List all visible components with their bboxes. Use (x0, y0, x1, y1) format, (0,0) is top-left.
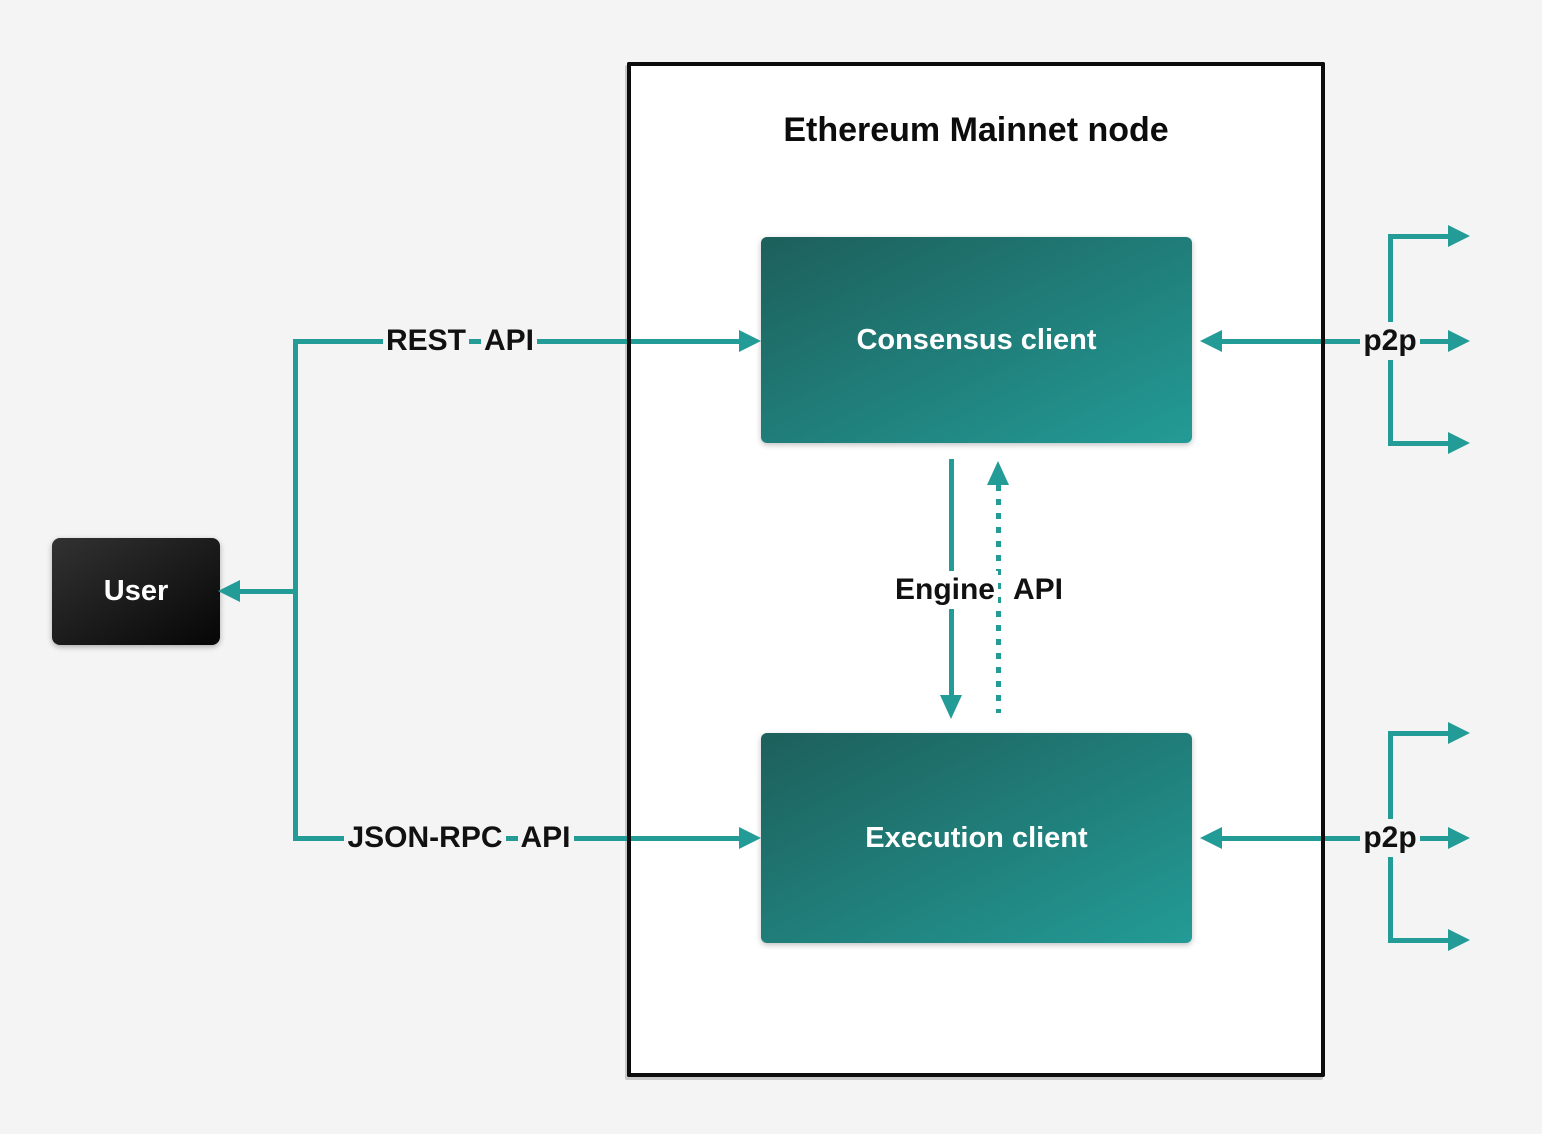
engine-api-label: Engine API (859, 570, 1099, 610)
engine-api-up-dotted-line (996, 485, 1001, 713)
edge-label-word: Engine (891, 571, 998, 609)
p2p-consensus-in-arrowhead-icon (1200, 330, 1222, 352)
consensus-client-node: Consensus client (761, 237, 1192, 443)
user-label: User (103, 575, 169, 607)
p2p-consensus-bottom-branch-line (1388, 441, 1448, 446)
engine-api-up-arrowhead-icon (987, 461, 1009, 485)
execution-client-label: Execution client (865, 821, 1088, 854)
edge-label-word: JSON-RPC (344, 819, 506, 857)
edge-label-word: p2p (1360, 322, 1420, 360)
p2p-execution-line (1222, 836, 1448, 841)
p2p-execution-top-branch-line (1388, 731, 1448, 736)
user-arrow-line (240, 589, 293, 594)
user-arrowhead-icon (218, 580, 240, 602)
p2p-execution-top-arrowhead-icon (1448, 722, 1470, 744)
edge-label-word: API (517, 819, 574, 857)
rest-api-label: REST API (340, 321, 580, 361)
p2p-consensus-mid-arrowhead-icon (1448, 330, 1470, 352)
consensus-client-label: Consensus client (856, 323, 1097, 356)
p2p-execution-label: p2p (1330, 818, 1450, 858)
edge-label-word: p2p (1360, 819, 1420, 857)
node-box-title: Ethereum Mainnet node (783, 111, 1169, 149)
p2p-execution-bottom-arrowhead-icon (1448, 929, 1470, 951)
p2p-consensus-top-arrowhead-icon (1448, 225, 1470, 247)
p2p-consensus-line (1222, 339, 1448, 344)
edge-label-word: REST (382, 322, 469, 360)
execution-client-node: Execution client (761, 733, 1192, 943)
p2p-execution-bottom-branch-line (1388, 938, 1448, 943)
edge-label-word: API (481, 322, 538, 360)
json-rpc-line (293, 836, 739, 841)
p2p-consensus-bottom-arrowhead-icon (1448, 432, 1470, 454)
edge-label-word: API (1010, 571, 1067, 609)
p2p-execution-mid-arrowhead-icon (1448, 827, 1470, 849)
engine-api-down-arrowhead-icon (940, 695, 962, 719)
p2p-consensus-label: p2p (1330, 321, 1450, 361)
json-rpc-arrowhead-icon (739, 827, 761, 849)
p2p-consensus-top-branch-line (1388, 234, 1448, 239)
user-branch-line (293, 339, 298, 841)
rest-api-arrowhead-icon (739, 330, 761, 352)
p2p-execution-in-arrowhead-icon (1200, 827, 1222, 849)
user-node: User (52, 538, 220, 645)
json-rpc-label: JSON-RPC API (339, 818, 579, 858)
